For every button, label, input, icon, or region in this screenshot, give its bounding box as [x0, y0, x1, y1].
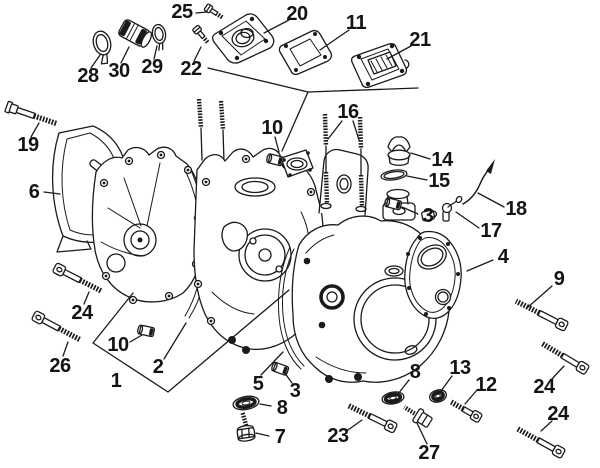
callout-4: 4: [497, 246, 509, 268]
intake-port-plate: [280, 149, 314, 178]
callout-3-right: 3: [422, 205, 434, 227]
reed-valve-part21: [350, 42, 410, 89]
callout-16: 16: [337, 101, 359, 123]
left-crankcase-studs: [196, 98, 226, 163]
callout-26: 26: [49, 355, 71, 377]
crankcase-assembly-bracket: [92, 289, 290, 393]
callout-11: 11: [345, 12, 367, 34]
leader-lines: [30, 11, 565, 445]
cylinder-studs-part16: [322, 113, 365, 208]
callout-9: 9: [553, 268, 565, 290]
oil-filler-cap-part14: [387, 136, 411, 166]
callout-6: 6: [28, 181, 40, 203]
side-cover-gasket-part4: [404, 230, 462, 319]
bolt-part24-left: [52, 263, 103, 296]
callout-3-left: 3: [289, 380, 301, 402]
callout-23: 23: [327, 425, 349, 447]
callout-30: 30: [108, 60, 130, 82]
callout-24-bottomright: 24: [547, 403, 569, 425]
callout-1: 1: [110, 370, 122, 392]
callout-25: 25: [171, 1, 193, 23]
callout-7: 7: [274, 426, 286, 448]
hose-clamp-part28: [92, 30, 112, 65]
dowel-pin-part3-left: [270, 360, 290, 377]
o-ring-part15: [380, 169, 408, 181]
bolt-part9: [514, 296, 569, 331]
callout-27: 27: [418, 442, 440, 464]
callout-24-topright: 24: [533, 376, 555, 398]
reed-gasket-part11: [278, 29, 333, 76]
callout-18: 18: [505, 198, 527, 220]
rear-stud-tower: [318, 148, 369, 216]
dowel-pin-part10-bottom: [136, 324, 156, 338]
bolt-part24-bottomright: [515, 424, 566, 459]
callout-20: 20: [286, 3, 308, 25]
washer-part13: [428, 389, 448, 403]
drain-plug-part7: [236, 412, 256, 442]
callout-13: 13: [449, 357, 471, 379]
bolt-part12: [449, 398, 483, 423]
callout-2: 2: [152, 356, 164, 378]
flange-bolt-part27: [403, 405, 433, 428]
callout-5: 5: [252, 373, 264, 395]
bolt-part24-topright: [539, 339, 589, 375]
breather-elbow-part17: [441, 195, 463, 222]
callout-21: 21: [409, 29, 431, 51]
screw-part22: [192, 25, 211, 45]
bolt-part19: [5, 101, 59, 129]
callout-29: 29: [141, 56, 163, 78]
callout-10-bottom: 10: [107, 334, 129, 356]
callout-12: 12: [475, 374, 497, 396]
breather-hose-part18: [462, 159, 495, 205]
seal-washer-part8-right: [381, 391, 405, 405]
clamp-ring-part29: [151, 23, 167, 51]
intake-manifold-part20: [211, 13, 275, 64]
left-crankcase-half-part1: [91, 146, 203, 305]
callout-8-left: 8: [276, 397, 288, 419]
callout-22: 22: [180, 58, 202, 80]
callout-8-right: 8: [409, 361, 421, 383]
callout-14: 14: [431, 149, 453, 171]
callout-19: 19: [17, 134, 39, 156]
right-crankcase-half-part1: [193, 147, 324, 354]
seal-washer-part8-left: [232, 395, 260, 411]
callout-17: 17: [480, 220, 502, 242]
callout-28: 28: [77, 65, 99, 87]
callout-10-top: 10: [261, 117, 283, 139]
bolt-part23: [346, 401, 398, 433]
callout-15: 15: [428, 170, 450, 192]
clutch-cover-gasket-part5: [278, 246, 305, 370]
callout-24-left: 24: [71, 302, 93, 324]
intake-sleeve-part30: [118, 19, 153, 48]
